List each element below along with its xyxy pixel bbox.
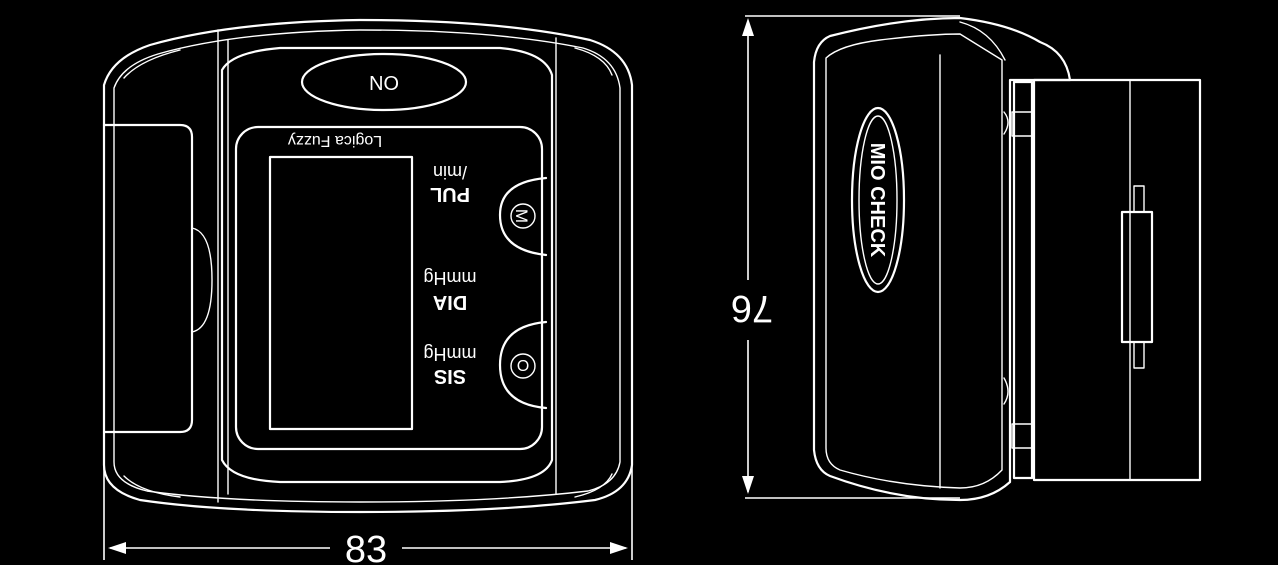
front-housing-top-ridge xyxy=(123,47,613,79)
brand-logo-oval xyxy=(850,106,906,294)
lcd-screen xyxy=(268,155,414,431)
front-strap-left xyxy=(102,123,194,434)
brand-logo-text: MIO CHECK xyxy=(866,143,888,258)
height-dimension-label: 76 xyxy=(731,287,773,329)
sys-label: SIS xyxy=(434,365,466,387)
sys-unit-label: mmHg xyxy=(424,344,477,364)
start-button[interactable] xyxy=(498,320,548,410)
side-cuff-clip xyxy=(1120,210,1154,344)
height-arrow-bottom xyxy=(742,476,754,494)
dia-unit-label: mmHg xyxy=(424,268,477,288)
side-housing-inner-edge xyxy=(825,33,1003,489)
width-dimension-label: 83 xyxy=(345,529,387,565)
side-rail-tab-bottom xyxy=(1003,377,1009,405)
memory-button-label: M xyxy=(512,209,531,223)
pul-label: PUL xyxy=(430,183,470,205)
display-bezel xyxy=(234,125,544,451)
brand-logo-oval-inner xyxy=(858,115,898,285)
start-button-ring xyxy=(510,353,536,379)
width-dimension: 83 xyxy=(103,465,633,565)
memory-button[interactable] xyxy=(498,176,548,257)
side-view: MIO CHECK xyxy=(812,16,1202,502)
side-cuff-block xyxy=(1032,78,1202,482)
front-strap-clip xyxy=(191,227,213,333)
side-rail-clip-bottom xyxy=(1011,423,1035,449)
front-face-panel xyxy=(220,46,554,484)
height-arrow-top xyxy=(742,18,754,36)
front-view: ON Logica Fuzzy PUL /min DIA mmHg SIS mm… xyxy=(102,18,634,514)
height-dimension: 76 xyxy=(730,15,960,499)
side-cuff-clip-bottom xyxy=(1133,341,1145,369)
side-cuff-clip-top xyxy=(1133,185,1145,213)
side-housing-outline xyxy=(812,16,1072,502)
height-label-backing xyxy=(730,280,770,340)
side-rail xyxy=(1012,80,1034,480)
memory-button-ring xyxy=(510,203,536,229)
dia-label: DIA xyxy=(433,291,467,313)
width-arrow-left xyxy=(108,542,126,554)
side-rail-tab-top xyxy=(1003,111,1009,135)
pul-unit-label: /min xyxy=(433,162,467,182)
front-housing-inner-edge xyxy=(113,29,621,503)
side-top-ridge xyxy=(959,21,1006,61)
front-housing-bottom-ridge xyxy=(123,473,613,498)
side-rail-clip-top xyxy=(1011,111,1035,137)
lcd-header-label: Logica Fuzzy xyxy=(288,132,382,149)
width-label-backing xyxy=(330,530,402,564)
front-housing-outline xyxy=(102,18,634,514)
on-button[interactable] xyxy=(300,52,468,112)
on-button-label: ON xyxy=(369,71,399,93)
width-arrow-right xyxy=(610,542,628,554)
start-button-label: O xyxy=(517,356,529,373)
